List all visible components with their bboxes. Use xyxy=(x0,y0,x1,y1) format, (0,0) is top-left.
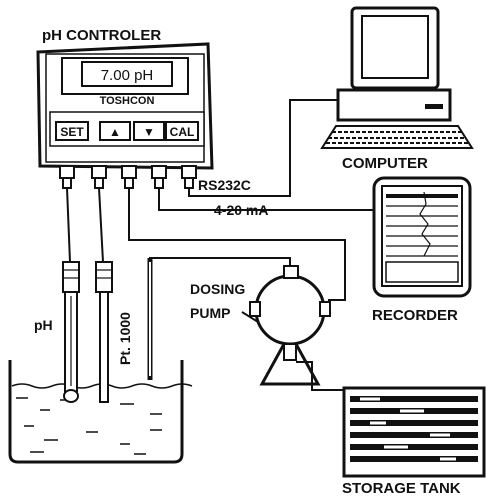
analog-label: 4-20 mA xyxy=(214,202,268,218)
analog-output-cable xyxy=(158,188,376,211)
ph-electrode-icon xyxy=(62,261,80,403)
ph-display xyxy=(81,61,173,87)
down-arrow-icon: ▼ xyxy=(143,125,155,139)
up-arrow-icon: ▲ xyxy=(109,125,121,139)
storage-tank xyxy=(342,386,486,478)
pt1000-probe-label: Pt. 1000 xyxy=(117,312,133,365)
up-button[interactable]: ▲ xyxy=(99,121,131,141)
dosing-pump-label-line2: PUMP xyxy=(190,305,230,321)
computer xyxy=(320,6,474,149)
recorder xyxy=(372,176,472,298)
pt1000-cable xyxy=(98,187,104,263)
set-button-label: SET xyxy=(60,125,84,139)
recorder-label: RECORDER xyxy=(372,307,458,324)
down-button[interactable]: ▼ xyxy=(133,121,165,141)
cal-button[interactable]: CAL xyxy=(165,121,199,141)
controller-brand: TOSHCON xyxy=(100,95,155,107)
pump-control-cable xyxy=(128,188,346,301)
computer-label: COMPUTER xyxy=(342,155,428,172)
controller-title: pH CONTROLER xyxy=(42,27,161,44)
ph-probe-cable xyxy=(66,187,71,263)
set-button[interactable]: SET xyxy=(55,121,89,141)
rs232-cable xyxy=(188,99,340,197)
suction-line xyxy=(296,361,350,391)
temperature-probe-icon xyxy=(95,261,113,403)
ph-controller: 7.00 pH TOSHCON xyxy=(36,42,214,170)
dosing-pump-label-line1: DOSING xyxy=(190,281,245,297)
ph-display-value: 7.00 pH xyxy=(101,67,154,84)
dosing-pump xyxy=(249,265,331,386)
storage-tank-label: STORAGE TANK xyxy=(342,480,461,497)
ph-probe-label: pH xyxy=(34,317,53,333)
rs232-label: RS232C xyxy=(198,177,251,193)
controller-connectors xyxy=(59,165,197,189)
cal-button-label: CAL xyxy=(170,125,195,139)
